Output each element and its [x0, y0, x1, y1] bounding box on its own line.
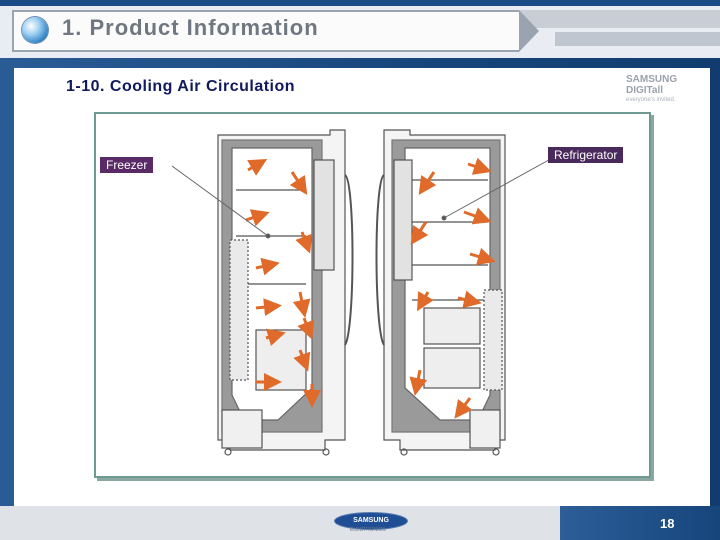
orb-icon [22, 17, 48, 43]
header-decor-strip-lower [555, 32, 720, 46]
header-stripe [0, 0, 720, 6]
samsung-footer-logo: SAMSUNG [334, 512, 408, 530]
header-bar: 1. Product Information [0, 0, 720, 58]
footer-accent [560, 506, 720, 540]
samsung-digitall-logo: SAMSUNG DIGITall everyone's invited. [626, 74, 712, 103]
label-pointers [171, 155, 557, 239]
logo-tagline: everyone's invited. [626, 97, 676, 103]
page-number: 18 [660, 516, 675, 531]
refrigerator-compartment [375, 129, 506, 456]
header-decor-strip [517, 10, 720, 28]
page-title: 1. Product Information [62, 15, 319, 40]
title-tab [12, 10, 539, 52]
section-subtitle: 1-10. Cooling Air Circulation [66, 78, 296, 95]
freezer-airflow-arrows [245, 159, 321, 408]
refrigerator-airflow-arrows [409, 157, 496, 419]
footer-logo-subtext: ELECTRONICS [350, 527, 386, 533]
logo-text: SAMSUNG DIGITall [626, 74, 678, 96]
footer-logo-text: SAMSUNG [353, 517, 389, 524]
freezer-compartment [217, 129, 354, 456]
freezer-label: Freezer [100, 157, 154, 173]
refrigerator-label: Refrigerator [548, 147, 624, 163]
diagram-frame [94, 112, 651, 478]
